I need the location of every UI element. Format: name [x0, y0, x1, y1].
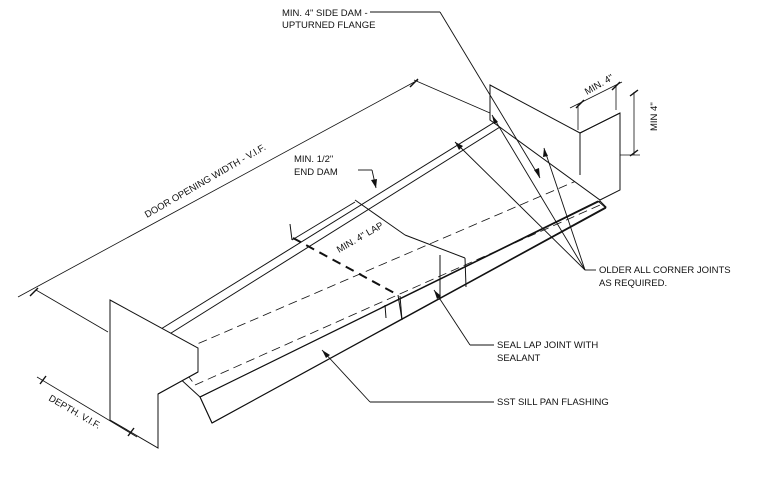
side-dam-label-line2: UPTURNED FLANGE	[282, 20, 375, 31]
pan-front-face	[199, 200, 607, 424]
depth-label: DEPTH. V.I.F.	[47, 393, 103, 432]
leaders	[321, 11, 596, 403]
corner-joints-label-line2: AS REQUIRED.	[599, 278, 667, 289]
corner-joints-label-line1: OLDER ALL CORNER JOINTS	[599, 265, 731, 276]
sill-pan-label: SST SILL PAN FLASHING	[497, 397, 609, 408]
depth-dimension	[36, 375, 138, 438]
right-dam-face	[489, 84, 621, 201]
lap-joint-line	[292, 237, 399, 296]
min4-top-label: MIN. 4"	[583, 72, 616, 97]
left-dam-face	[109, 299, 199, 449]
min4-side-label: MIN 4"	[649, 102, 660, 131]
end-dam-label-line1: MIN. 1/2"	[294, 154, 333, 165]
end-dam-label-line2: END DAM	[294, 167, 338, 178]
door-width-label: DOOR OPENING WIDTH - V.I.F.	[143, 142, 268, 220]
sill-pan-body	[139, 119, 607, 424]
seal-lap-label-line1: SEAL LAP JOINT WITH	[497, 340, 598, 351]
seal-lap-label-line2: SEALANT	[497, 353, 540, 364]
right-side-dam	[489, 84, 621, 201]
min4-side-dimension	[620, 89, 640, 157]
min4-top-dimension	[569, 81, 623, 130]
left-end-dam	[109, 299, 199, 449]
side-dam-label-line1: MIN. 4" SIDE DAM -	[282, 8, 368, 19]
door-width-dimension	[17, 78, 491, 333]
